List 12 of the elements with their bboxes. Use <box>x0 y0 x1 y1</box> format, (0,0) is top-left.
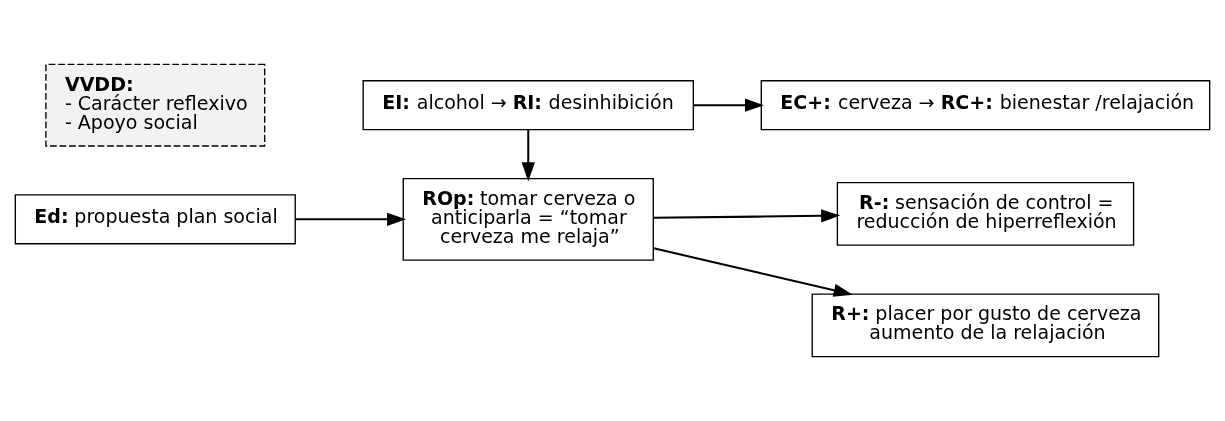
node-box: Ed: propuesta plan social <box>14 194 296 245</box>
node-box: R-: sensación de control = reducción de hiperreflexión <box>836 181 1135 246</box>
arrow <box>653 247 853 297</box>
arrow <box>693 98 765 112</box>
node-box: EC+: cerveza → RC+: bienestar /relajación <box>760 80 1211 131</box>
arrow <box>295 212 407 226</box>
node-box: VVDD: - Carácter reflexivo - Apoyo social <box>45 63 266 147</box>
arrow <box>521 129 535 182</box>
node-box: ROp: tomar cerveza o anticiparla = “tomar cerveza me relaja” <box>402 177 654 261</box>
arrow <box>653 209 841 223</box>
node-box: EI: alcohol → RI: desinhibición <box>362 80 695 131</box>
node-box: R+: placer por gusto de cerveza aumento de la relajación <box>811 293 1160 358</box>
